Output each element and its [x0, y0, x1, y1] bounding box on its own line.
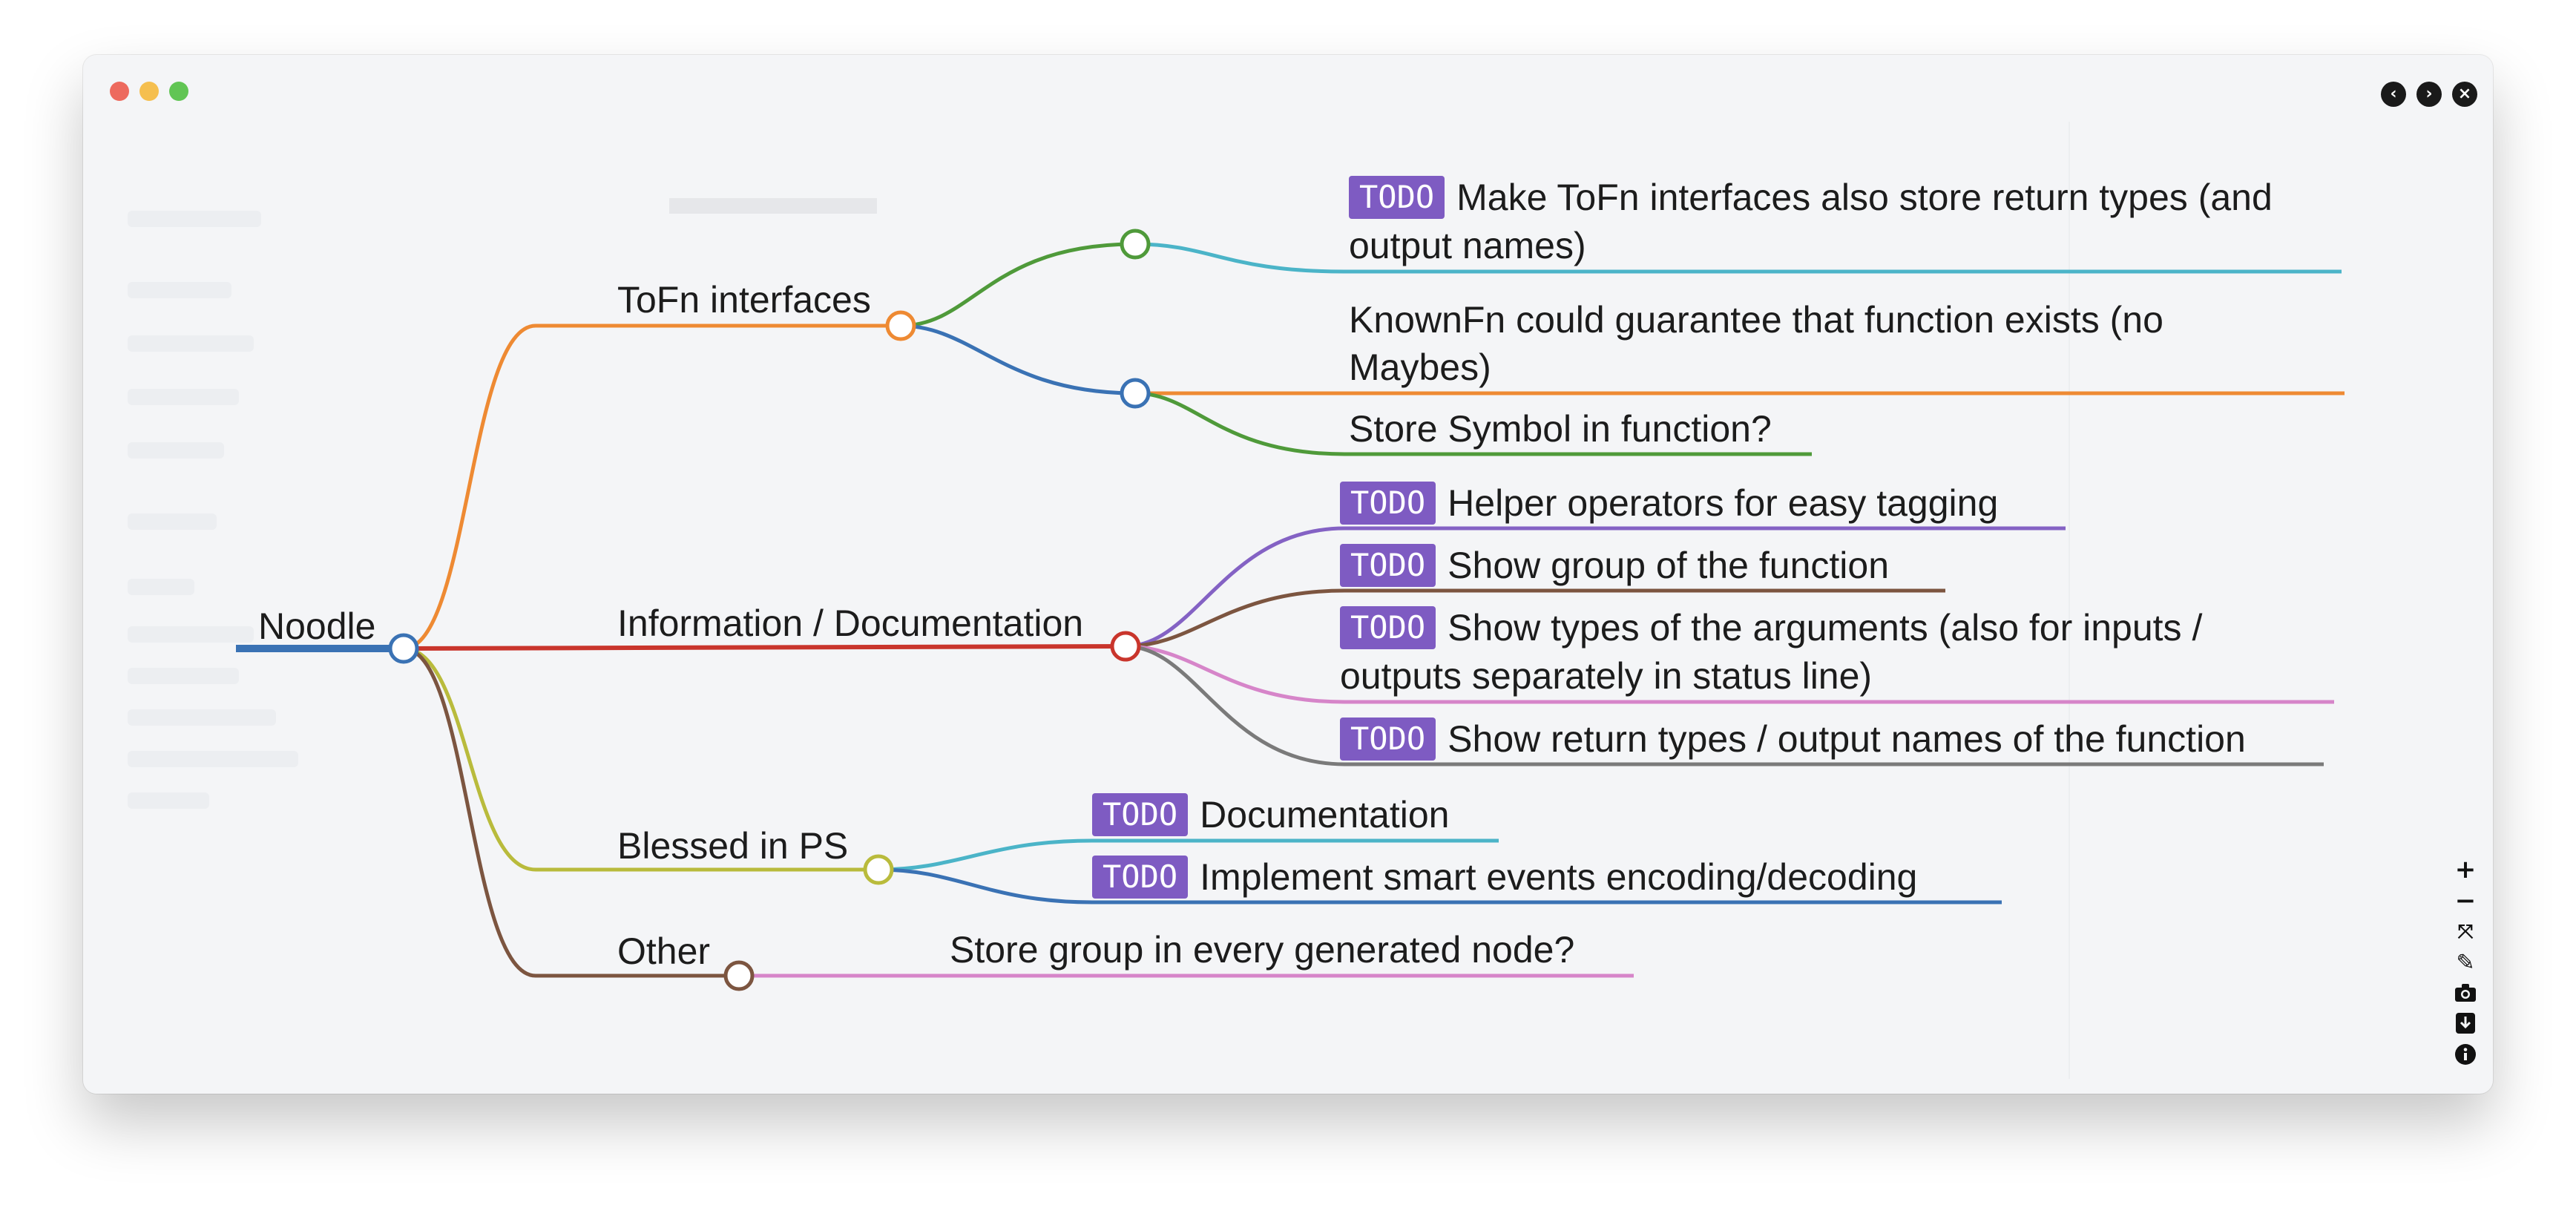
todo-badge: TODO	[1092, 855, 1189, 899]
child-connector-tofn-1	[900, 242, 1136, 328]
leaf-text: Show types of the arguments (also for in…	[1340, 607, 2203, 697]
branch-label-tofn[interactable]: ToFn interfaces	[617, 279, 871, 321]
other-node-circle	[723, 960, 755, 991]
branch-label-info[interactable]: Information / Documentation	[617, 602, 1084, 644]
leaf-node[interactable]: TODO Implement smart events encoding/deco…	[1092, 853, 1917, 902]
todo-badge: TODO	[1092, 792, 1189, 836]
child-underline-blessed-2	[878, 867, 2002, 904]
branch-connector-tofn	[403, 324, 901, 651]
info-node-circle	[1110, 631, 1141, 662]
todo-badge: TODO	[1340, 605, 1436, 649]
background-sidebar	[83, 137, 469, 1094]
leaf-node[interactable]: TODO Helper operators for easy tagging	[1340, 479, 1998, 528]
leaf-node[interactable]: TODO Show return types / output names of …	[1340, 715, 2246, 764]
leaf-text: Implement smart events encoding/decoding	[1200, 856, 1918, 898]
branch-connector-blessed	[403, 646, 878, 872]
child-underline-info-2	[1125, 588, 1945, 649]
zoom-traffic-light[interactable]	[169, 82, 188, 101]
leaf-text: Show group of the function	[1448, 545, 1890, 586]
leaf-node[interactable]: Store group in every generated node?	[950, 926, 1574, 973]
info-icon[interactable]	[2452, 1043, 2479, 1070]
todo-badge: TODO	[1349, 175, 1445, 219]
branch-label-blessed[interactable]: Blessed in PS	[617, 825, 849, 867]
branch-label-other[interactable]: Other	[617, 930, 711, 972]
child-underline-info-1	[1125, 526, 2066, 649]
child-underline-info-4	[1125, 644, 2324, 766]
leaf-text: Make ToFn interfaces also store return t…	[1349, 177, 2273, 266]
zoom-in-icon[interactable]: +	[2454, 855, 2477, 884]
camera-icon[interactable]	[2452, 981, 2479, 1008]
app-window: ▬▬▬▬ ‹ › ×	[83, 55, 2493, 1094]
close-traffic-light[interactable]	[110, 82, 129, 101]
tofn-child-1-circle	[1120, 229, 1151, 260]
branch-connector-info	[403, 644, 1126, 651]
tofn-node-circle	[885, 310, 916, 341]
leaf-node[interactable]: TODO Documentation	[1092, 791, 1449, 839]
root-node-circle	[388, 633, 419, 664]
child-underline-tofn-3	[1134, 391, 1812, 456]
leaf-text: KnownFn could guarantee that function ex…	[1349, 299, 2163, 388]
todo-badge: TODO	[1340, 717, 1436, 761]
background-page-title: ▬▬▬▬	[669, 167, 877, 225]
close-overlay-button[interactable]: ×	[2452, 82, 2477, 107]
leaf-node[interactable]: Store Symbol in function?	[1349, 405, 1772, 453]
child-underline-info-3	[1125, 644, 2334, 704]
back-button[interactable]: ‹	[2381, 82, 2406, 107]
todo-badge: TODO	[1340, 481, 1436, 525]
blessed-node-circle	[863, 854, 894, 885]
mindmap-canvas	[236, 229, 2345, 991]
child-underline-blessed-1	[878, 838, 1499, 872]
todo-badge: TODO	[1340, 543, 1436, 587]
leaf-text: Helper operators for easy tagging	[1448, 482, 1999, 524]
leaf-node[interactable]: KnownFn could guarantee that function ex…	[1349, 296, 2313, 391]
child-underline-tofn-1	[1134, 242, 2342, 274]
leaf-node[interactable]: TODO Show group of the function	[1340, 542, 1889, 590]
forward-button[interactable]: ›	[2416, 82, 2442, 107]
fit-view-icon[interactable]: ⤧	[2457, 921, 2474, 943]
branch-connector-other	[403, 646, 739, 978]
tofn-child-2-circle	[1120, 378, 1151, 409]
leaf-text: Store group in every generated node?	[950, 929, 1575, 971]
root-node-label[interactable]: Noodle	[258, 605, 376, 647]
minimize-traffic-light[interactable]	[139, 82, 159, 101]
zoom-out-icon[interactable]: −	[2454, 886, 2477, 916]
child-connector-tofn-2	[900, 324, 1136, 395]
leaf-text: Store Symbol in function?	[1349, 408, 1772, 450]
background-right-panel	[2069, 122, 2426, 1079]
leaf-text: Show return types / output names of the …	[1448, 718, 2246, 760]
edit-icon[interactable]: ✎	[2456, 950, 2475, 976]
leaf-text: Documentation	[1200, 794, 1450, 835]
download-icon[interactable]	[2452, 1012, 2479, 1039]
